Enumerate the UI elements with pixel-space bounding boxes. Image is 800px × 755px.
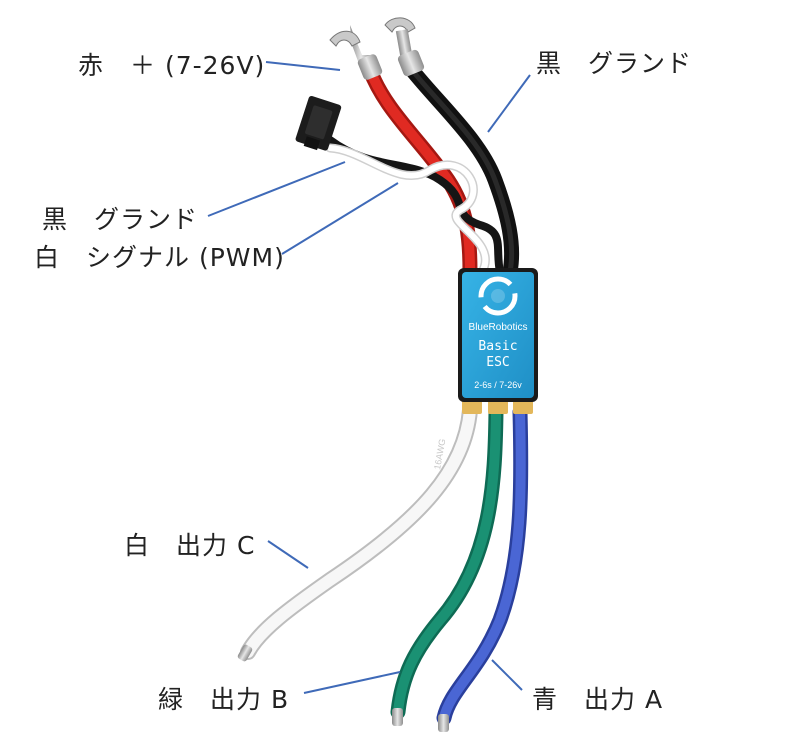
leader-white-signal xyxy=(281,182,399,255)
leader-black-ground-power xyxy=(487,74,531,133)
esc-brand-text: BlueRobotics xyxy=(469,322,528,333)
leader-red-plus xyxy=(265,61,341,71)
leader-blue-out-a xyxy=(491,659,523,691)
blue-wire-tip xyxy=(438,714,449,732)
label-white-out-c: 白 出力 C xyxy=(124,531,256,560)
label-red-plus: 赤 ＋ (7-26V) xyxy=(78,51,266,80)
servo-connector xyxy=(295,95,342,151)
esc-board: BlueRobotics Basic ESC 2-6s / 7-26v xyxy=(458,268,538,402)
label-white-signal: 白 シグナル (PWM) xyxy=(34,243,285,272)
black-wire-spade-lug xyxy=(384,17,425,77)
leader-black-ground-signal xyxy=(207,161,346,217)
label-green-out-b: 緑 出力 B xyxy=(158,685,290,714)
esc-model-line1: Basic xyxy=(478,339,517,354)
white-wire-tip xyxy=(237,644,253,662)
label-blue-out-a: 青 出力 A xyxy=(532,685,664,714)
label-black-ground-power: 黒 グランド xyxy=(536,49,693,78)
green-wire-tip xyxy=(392,708,403,726)
leader-white-out-c xyxy=(267,540,309,569)
red-wire-spade-lug xyxy=(329,25,383,80)
esc-spec-text: 2-6s / 7-26v xyxy=(474,380,522,390)
esc-model-line2: ESC xyxy=(486,355,509,370)
label-black-ground-signal: 黒 グランド xyxy=(42,205,199,234)
bluerobotics-logo-icon xyxy=(478,276,518,316)
leader-green-out-b xyxy=(303,671,401,694)
